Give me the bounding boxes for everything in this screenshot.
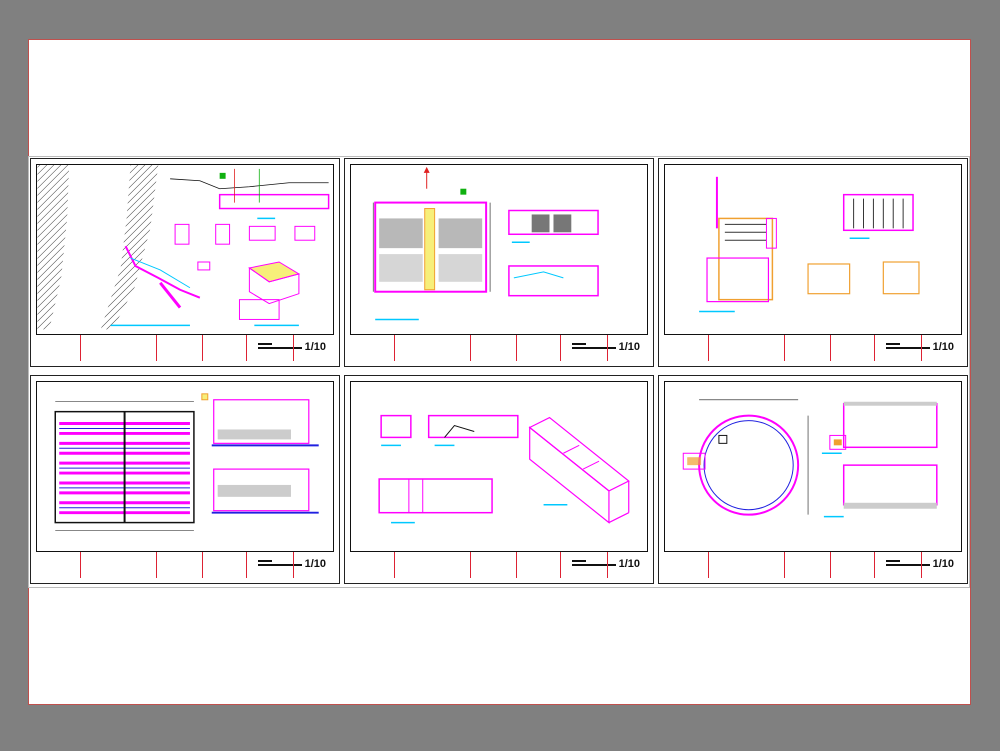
sheet-2[interactable]: 1/10 [344,158,654,367]
drawing-paper [28,39,971,705]
sheet-6[interactable]: 1/10 [658,375,968,584]
sheet-6-scale: 1/10 [932,558,954,570]
sheet-5-title-block: 1/10 [350,551,648,578]
sheet-5-drawing [378,414,630,524]
sheet-2-scale: 1/10 [618,341,640,353]
sheet-2-title-block: 1/10 [350,334,648,361]
sheet-4[interactable]: 1/10 [30,375,340,584]
sheet-4-title-block: 1/10 [36,551,334,578]
sheet-1-scale: 1/10 [304,341,326,353]
sheet-3-scale: 1/10 [932,341,954,353]
sheet-4-drawing [54,393,319,531]
sheet-grid-frame [28,156,970,588]
sheet-3-drawing [699,176,920,313]
sheet-4-scale: 1/10 [304,558,326,570]
sheet-5[interactable]: 1/10 [344,375,654,584]
sheet-1[interactable]: 1/10 [30,158,340,367]
sheet-1-drawing [37,164,330,330]
sheet-6-title-block: 1/10 [664,551,962,578]
sheet-2-drawing [372,166,599,321]
sheet-3-title-block: 1/10 [664,334,962,361]
sheet-3[interactable]: 1/10 [658,158,968,367]
sheet-6-drawing [682,399,938,518]
sheet-1-title-block: 1/10 [36,334,334,361]
sheet-5-scale: 1/10 [618,558,640,570]
